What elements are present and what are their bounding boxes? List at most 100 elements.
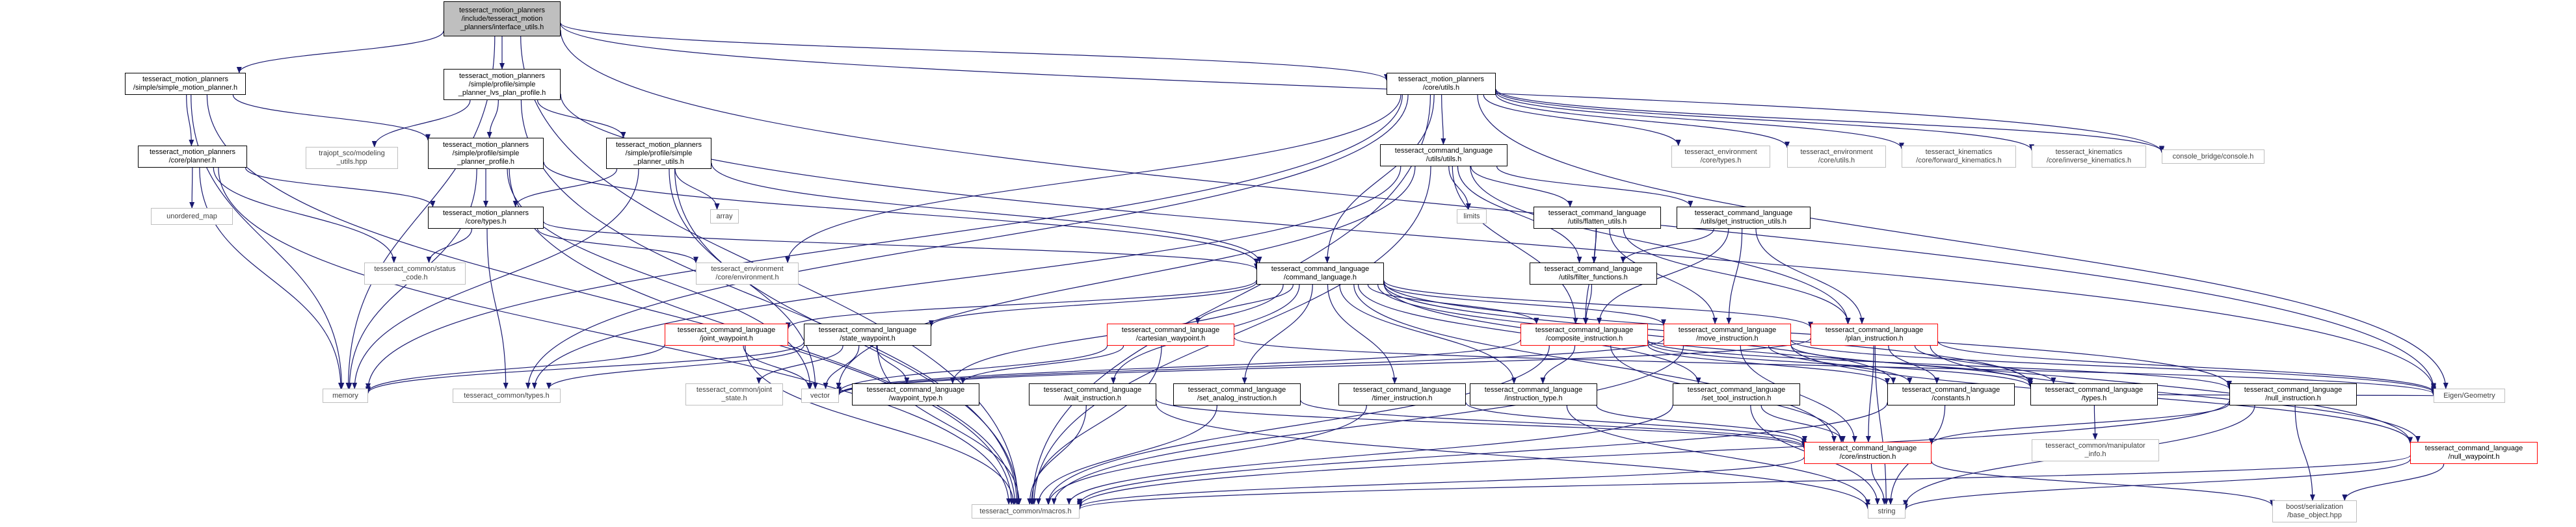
edge-cl-utils-to-cl-flatten-utils — [1470, 166, 1573, 207]
edge-cl-utils-to-cl-get-instruction-utils — [1496, 166, 1693, 207]
node-cl-command-language[interactable]: tesseract_command_language /command_lang… — [1256, 263, 1384, 285]
node-cl-plan-instruction[interactable]: tesseract_command_language /plan_instruc… — [1811, 324, 1938, 346]
edge-cl-composite-instruction-to-cl-constants — [1647, 344, 1890, 385]
edge-layer — [186, 22, 2449, 511]
edge-cl-flatten-utils-to-cl-move-instruction — [1609, 228, 1718, 324]
edge-cl-get-instruction-utils-to-cl-plan-instruction — [1755, 228, 1865, 324]
edge-cl-plan-instruction-to-cl-core-instruction — [1865, 345, 1874, 443]
node-cl-filter-functions[interactable]: tesseract_command_language /utils/filter… — [1530, 263, 1657, 285]
edge-core-planner-to-core-types — [245, 167, 436, 207]
node-vector: vector — [801, 389, 839, 403]
node-cl-types[interactable]: tesseract_command_language /types.h — [2030, 383, 2158, 405]
node-cl-utils[interactable]: tesseract_command_language /utils/utils.… — [1380, 144, 1507, 166]
edge-cl-composite-instruction-to-cl-null-instruction — [1647, 340, 2232, 390]
node-simple-planner-utils[interactable]: tesseract_motion_planners /simple/profil… — [606, 138, 711, 169]
edge-cl-cartesian-waypoint-to-tc-macros — [1029, 345, 1162, 505]
edge-cl-composite-instruction-to-cl-instruction-type — [1540, 345, 1576, 384]
edge-cl-instruction-type-to-string — [1566, 405, 1870, 506]
edge-cl-plan-instruction-to-cl-constants — [1888, 345, 1940, 384]
node-cl-composite-instruction[interactable]: tesseract_command_language /composite_in… — [1520, 324, 1648, 346]
node-cl-null-instruction[interactable]: tesseract_command_language /null_instruc… — [2229, 383, 2357, 405]
edge-core-utils-to-tc-macros — [1029, 94, 1431, 505]
edge-cl-command-language-to-cl-timer-instruction — [1327, 284, 1398, 384]
node-cl-instruction-type[interactable]: tesseract_command_language /instruction_… — [1470, 383, 1597, 405]
edge-cl-core-instruction-to-string — [1870, 463, 1887, 505]
edge-cl-null-waypoint-to-boost-serialization — [2342, 463, 2445, 501]
node-env-utils: tesseract_environment /core/utils.h — [1787, 146, 1886, 168]
node-cl-state-waypoint[interactable]: tesseract_command_language /state_waypoi… — [804, 324, 931, 346]
node-cl-waypoint-type[interactable]: tesseract_command_language /waypoint_typ… — [852, 383, 979, 405]
node-tc-manipulator-info: tesseract_common/manipulator _info.h — [2032, 439, 2159, 461]
edge-core-utils-to-eigen-geometry — [1477, 94, 2449, 389]
edge-cl-core-instruction-to-tc-macros — [1077, 457, 1805, 509]
edge-core-utils-to-kin-forward — [1495, 91, 1904, 149]
node-unordered-map: unordered_map — [151, 208, 233, 225]
node-root[interactable]: tesseract_motion_planners /include/tesse… — [444, 1, 561, 36]
node-tc-joint-state: tesseract_common/joint _state.h — [685, 383, 783, 405]
node-tc-status-code: tesseract_common/status _code.h — [364, 263, 466, 285]
edge-cl-plan-instruction-to-cl-null-waypoint — [1930, 345, 2421, 443]
node-cl-joint-waypoint[interactable]: tesseract_command_language /joint_waypoi… — [665, 324, 788, 346]
edge-simple-lvs-plan-profile-to-trajopt-modeling-utils — [371, 99, 471, 148]
edge-simple-planner-utils-to-memory — [352, 168, 639, 389]
edge-root-to-console-bridge — [560, 23, 2164, 153]
edge-core-utils-to-cl-command-language — [1324, 94, 1435, 263]
edge-cl-null-instruction-to-tc-macros — [1077, 400, 2230, 508]
edge-cl-cartesian-waypoint-to-eigen-geometry — [1234, 337, 2436, 395]
node-cl-wait-instruction[interactable]: tesseract_command_language /wait_instruc… — [1029, 383, 1156, 405]
edge-cl-set-tool-instruction-to-cl-core-instruction — [1760, 405, 1846, 443]
edge-cl-move-instruction-to-cl-constants — [1768, 345, 1913, 384]
edge-cl-utils-to-vector — [836, 166, 1416, 389]
node-core-planner[interactable]: tesseract_motion_planners /core/planner.… — [138, 146, 247, 168]
node-cl-move-instruction[interactable]: tesseract_command_language /move_instruc… — [1664, 324, 1791, 346]
edge-cl-plan-instruction-to-cl-types — [1914, 345, 2056, 384]
edge-cl-joint-waypoint-to-memory — [365, 344, 665, 393]
node-core-types[interactable]: tesseract_motion_planners /core/types.h — [428, 207, 544, 229]
node-simple-lvs-plan-profile[interactable]: tesseract_motion_planners /simple/profil… — [444, 69, 561, 100]
edge-core-planner-to-tc-macros — [218, 167, 1012, 505]
edge-cl-state-waypoint-to-cl-waypoint-type — [876, 345, 910, 384]
edge-cl-get-instruction-utils-to-cl-composite-instruction — [1597, 228, 1729, 324]
edge-simple-planner-utils-to-cl-command-language — [711, 162, 1262, 263]
edge-root-to-eigen-geometry — [560, 30, 2436, 390]
edge-core-planner-to-unordered-map — [189, 167, 195, 209]
edge-cl-plan-instruction-to-string — [1874, 345, 1889, 505]
edge-core-planner-to-tc-status-code — [213, 167, 397, 263]
node-cl-cartesian-waypoint[interactable]: tesseract_command_language /cartesian_wa… — [1107, 324, 1234, 346]
node-cl-set-tool-instruction[interactable]: tesseract_command_language /set_tool_ins… — [1673, 383, 1800, 405]
node-memory: memory — [323, 389, 368, 403]
edge-cl-state-waypoint-to-vector — [823, 345, 860, 389]
node-boost-serialization: boost/serialization /base_object.hpp — [2272, 500, 2357, 522]
edge-cl-get-instruction-utils-to-cl-filter-functions — [1620, 228, 1714, 263]
edge-core-utils-to-cl-utils — [1441, 94, 1446, 145]
edge-cl-utils-to-cl-filter-functions — [1457, 166, 1582, 263]
node-string: string — [1868, 504, 1905, 519]
node-cl-core-instruction[interactable]: tesseract_command_language /core/instruc… — [1804, 442, 1932, 464]
node-kin-inverse: tesseract_kinematics /core/inverse_kinem… — [2032, 146, 2146, 168]
edge-simple-planner-utils-to-core-types — [512, 168, 618, 207]
node-simple-planner-profile[interactable]: tesseract_motion_planners /simple/profil… — [428, 138, 544, 169]
edge-core-types-to-tc-status-code — [426, 228, 473, 263]
node-cl-flatten-utils[interactable]: tesseract_command_language /utils/flatte… — [1534, 207, 1661, 229]
edge-cl-wait-instruction-to-string — [1156, 404, 1870, 509]
node-core-utils[interactable]: tesseract_motion_planners /core/utils.h — [1387, 73, 1496, 95]
node-cl-null-waypoint[interactable]: tesseract_command_language /null_waypoin… — [2410, 442, 2538, 464]
node-tc-macros: tesseract_common/macros.h — [972, 504, 1080, 519]
node-kin-forward: tesseract_kinematics /core/forward_kinem… — [1902, 146, 2016, 168]
edge-simple-motion-planner-to-core-planner — [186, 94, 194, 146]
edge-cl-command-language-to-cl-composite-instruction — [1367, 284, 1539, 324]
node-cl-constants[interactable]: tesseract_command_language /constants.h — [1887, 383, 2015, 405]
node-cl-set-analog-instruction[interactable]: tesseract_command_language /set_analog_i… — [1173, 383, 1301, 405]
node-simple-motion-planner[interactable]: tesseract_motion_planners /simple/simple… — [125, 73, 246, 95]
edge-cl-wait-instruction-to-tc-macros — [1027, 405, 1087, 505]
node-cl-get-instruction-utils[interactable]: tesseract_command_language /utils/get_in… — [1677, 207, 1811, 229]
edge-core-utils-to-env-utils — [1495, 94, 1790, 148]
edge-root-to-memory — [345, 36, 496, 389]
edge-cl-utils-to-limits — [1448, 166, 1471, 210]
edge-cl-utils-to-tc-types — [531, 166, 1401, 389]
edge-cl-plan-instruction-to-eigen-geometry — [1937, 341, 2436, 393]
node-cl-timer-instruction[interactable]: tesseract_command_language /timer_instru… — [1338, 383, 1466, 405]
edge-core-planner-to-memory — [199, 167, 343, 389]
edge-simple-planner-utils-to-array — [674, 168, 720, 210]
node-array: array — [710, 209, 739, 224]
